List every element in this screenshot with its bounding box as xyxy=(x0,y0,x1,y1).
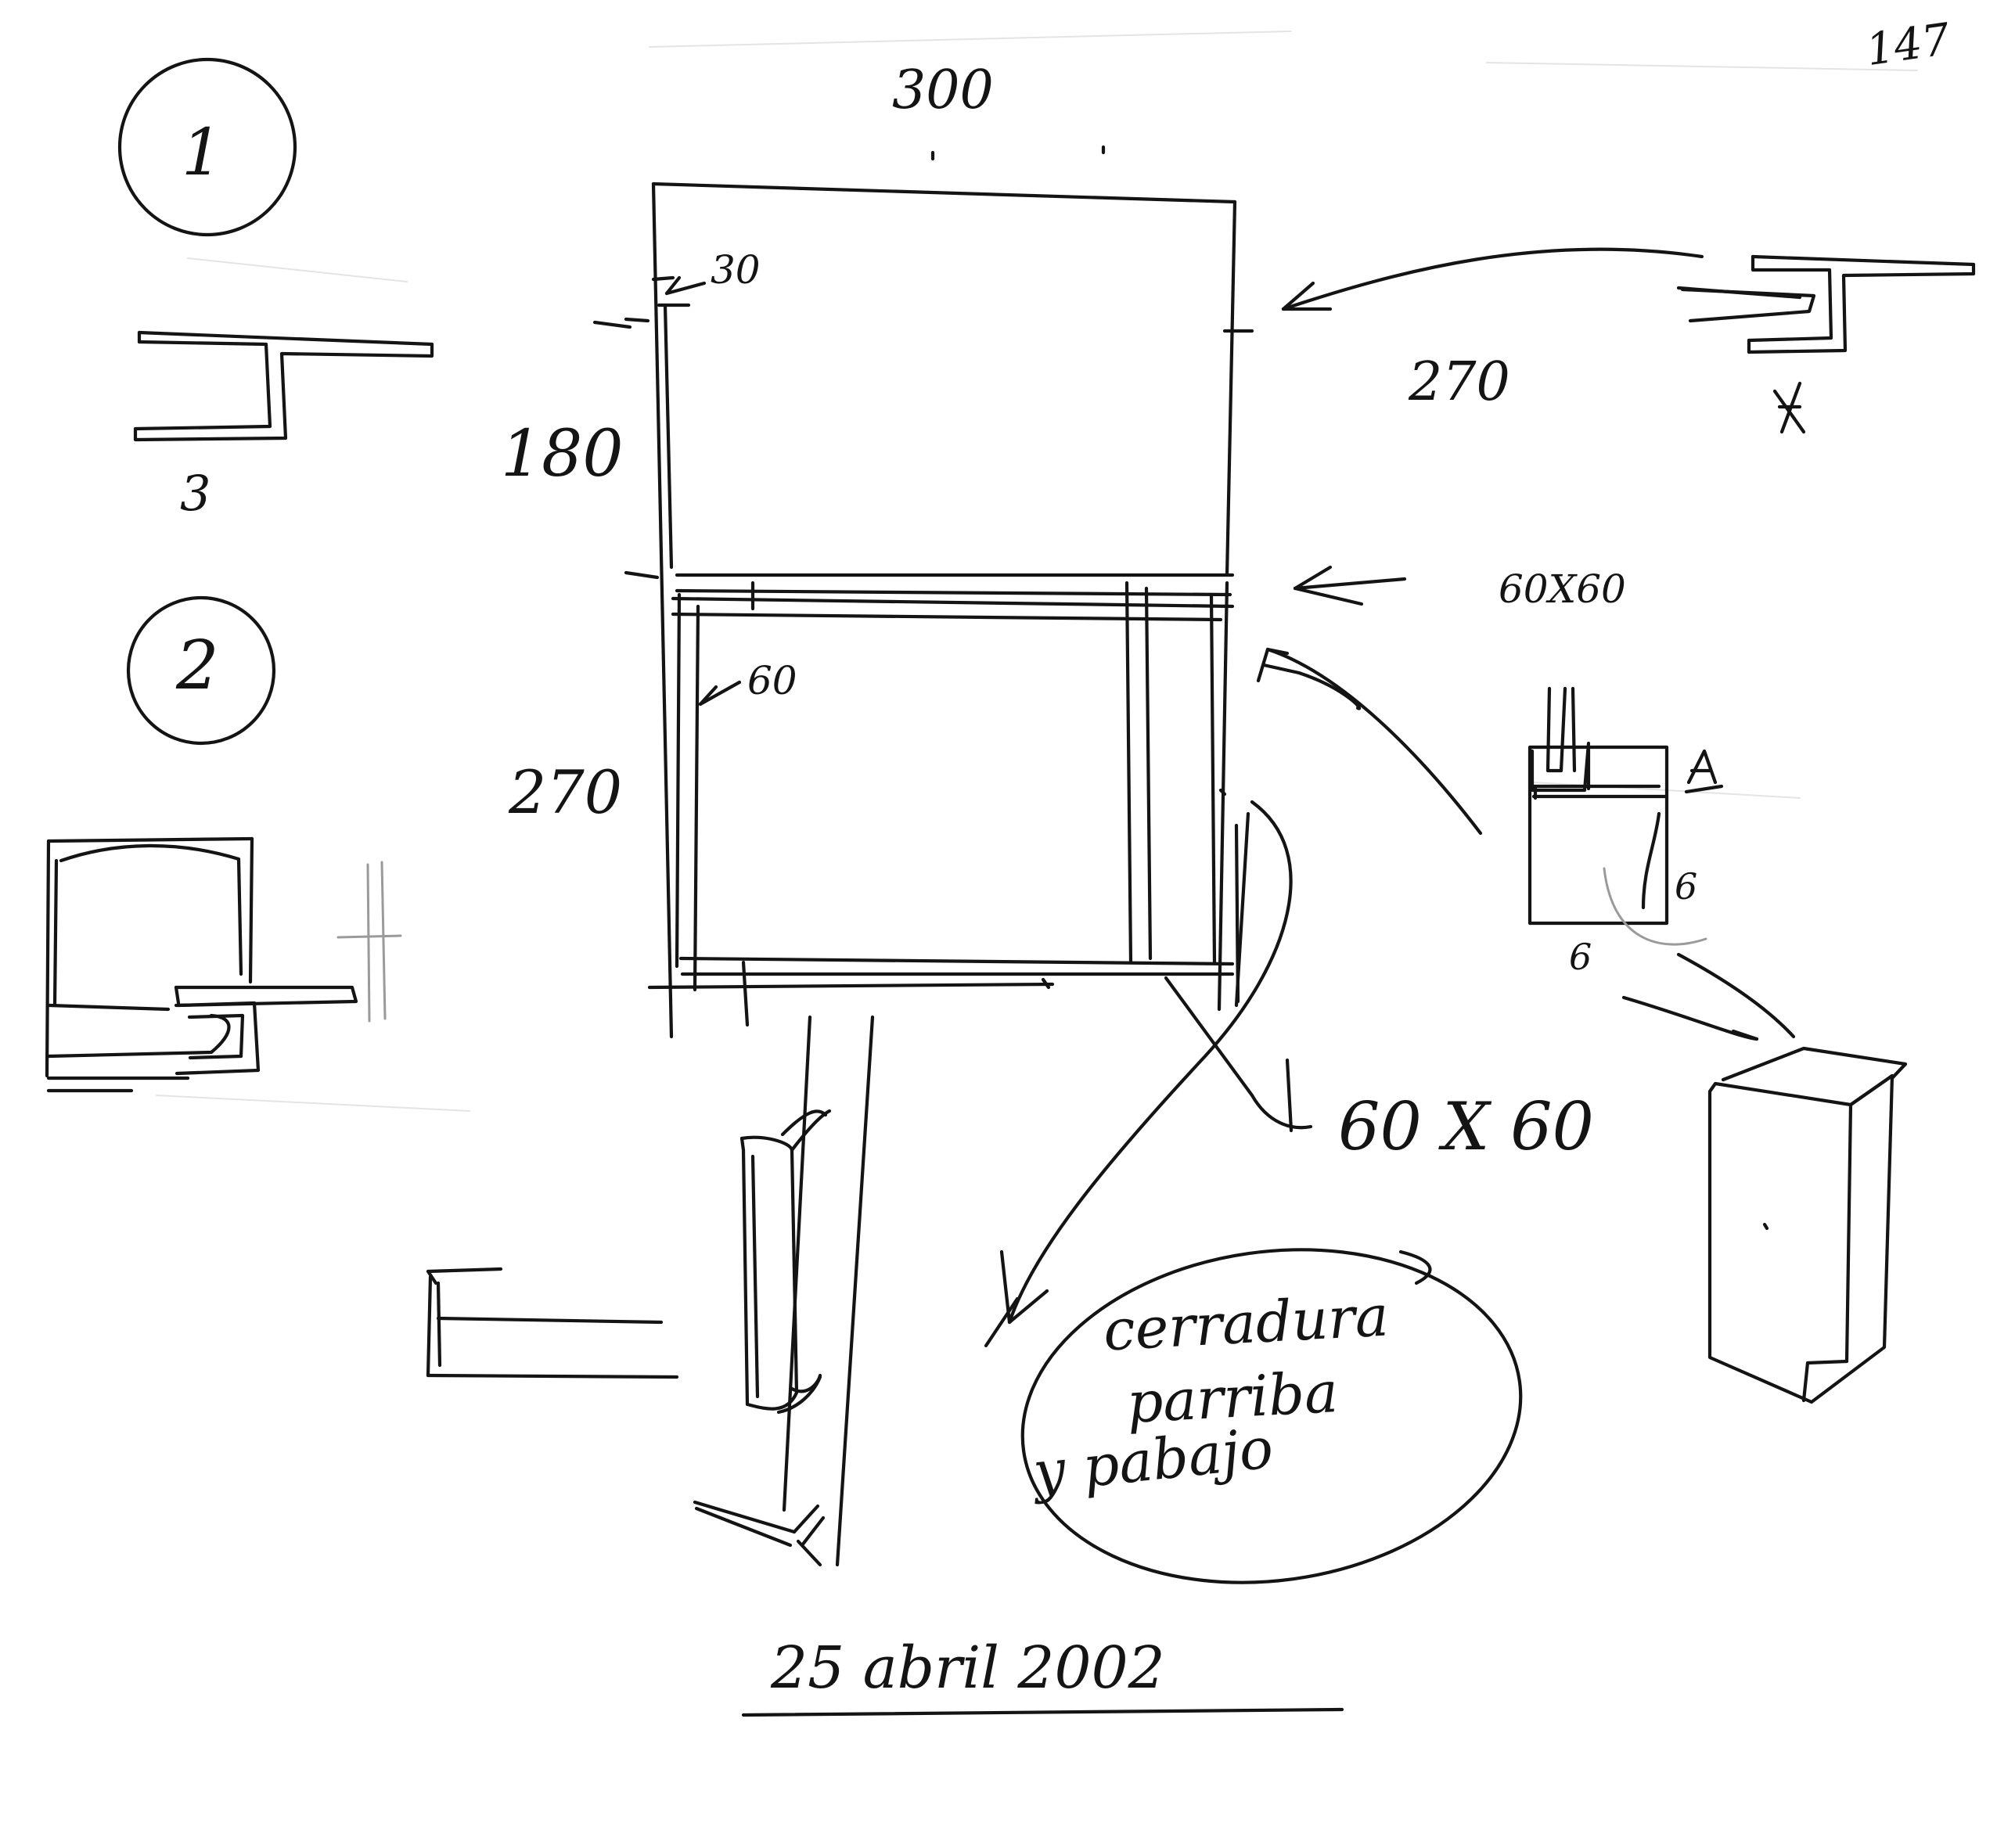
circle-detail-1 xyxy=(117,57,297,237)
background-ghost-strokes xyxy=(156,31,1918,1112)
offset-top-label: 30 xyxy=(711,247,761,293)
elevation-lower-frame xyxy=(624,317,1250,1027)
detail-1-profile xyxy=(133,330,434,442)
sheet-date: 25 abril 2002 xyxy=(771,1634,1165,1702)
lock-detail xyxy=(426,1015,875,1567)
post-section xyxy=(1527,686,1724,946)
section-post-label: 60 X 60 xyxy=(1338,1088,1594,1165)
offset-side-label: 60 xyxy=(747,658,797,703)
arrows-post-3d xyxy=(1621,952,1796,1041)
date-underline xyxy=(741,1707,1344,1717)
height-upper-label: 180 xyxy=(501,417,624,491)
arrow-post-section xyxy=(1256,647,1483,836)
dimension-tick xyxy=(592,320,632,329)
arrow-60x60-post xyxy=(1164,976,1313,1133)
lock-note-line-1: cerradura xyxy=(1102,1282,1391,1364)
section-mid-label: 60X60 xyxy=(1499,566,1626,612)
arrow-30 xyxy=(664,275,707,296)
detail-2-section xyxy=(45,836,402,1093)
profile-a xyxy=(1676,254,1976,434)
arrow-60 xyxy=(698,680,742,706)
post-section-dim-side: 6 xyxy=(1675,865,1698,908)
arrow-mid-rail xyxy=(1293,565,1407,606)
height-right-label: 270 xyxy=(1409,351,1510,413)
detail-1-number: 1 xyxy=(182,116,223,190)
detail-1-sub-label: 3 xyxy=(180,465,211,522)
elevation-upper-panel xyxy=(651,145,1254,1039)
post-section-dim-bottom: 6 xyxy=(1569,936,1592,978)
width-top-label: 300 xyxy=(892,59,994,121)
arrow-profile-a xyxy=(1281,247,1704,311)
page-number: 147 xyxy=(1862,13,1953,77)
height-lower-label: 270 xyxy=(509,757,623,827)
circle-detail-2 xyxy=(126,595,276,746)
post-3d xyxy=(1707,1046,1908,1404)
arrow-lock-detail xyxy=(984,800,1293,1348)
lock-note-bubble-tail xyxy=(1398,1249,1432,1285)
lock-note-bubble xyxy=(1020,1248,1523,1584)
detail-2-number: 2 xyxy=(176,627,219,705)
